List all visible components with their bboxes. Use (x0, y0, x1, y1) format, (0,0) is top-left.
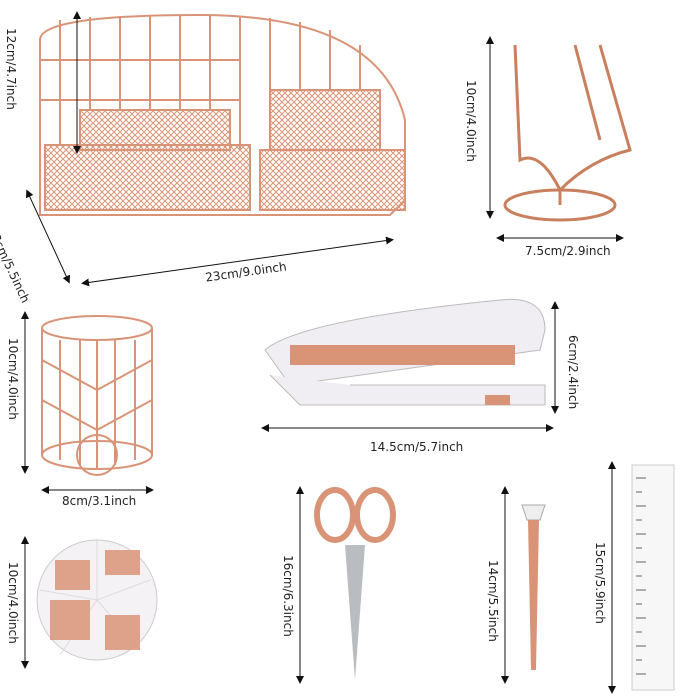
phone-stand (503, 44, 632, 222)
ruler (631, 464, 675, 691)
organizer-depth-arrow (26, 189, 70, 284)
diamond-pen (521, 504, 546, 670)
ruler-length-label: 15cm/5.9inch (593, 542, 607, 624)
stapler (264, 298, 546, 406)
pen-length-label: 14cm/5.5inch (486, 560, 500, 642)
stapler-height-label: 6cm/2.4inch (566, 335, 580, 410)
phone-stand-width-label: 7.5cm/2.9inch (525, 244, 611, 258)
organizer-height-label: 12cm/4.7inch (4, 28, 18, 110)
pen-cup (41, 315, 153, 476)
pen-cup-width-label: 8cm/3.1inch (62, 494, 137, 508)
phone-stand-height-label: 10cm/4.0inch (464, 80, 478, 162)
stapler-width-label: 14.5cm/5.7inch (370, 440, 464, 454)
scissors-length-label: 16cm/6.3inch (281, 555, 295, 637)
clip-box (36, 539, 158, 661)
pen-cup-height-label: 10cm/4.0inch (6, 338, 20, 420)
scissors (314, 487, 396, 680)
clip-box-diameter-label: 10cm/4.0inch (6, 562, 20, 644)
organizer-width-arrow (81, 236, 394, 287)
desk-organizer (39, 13, 406, 216)
